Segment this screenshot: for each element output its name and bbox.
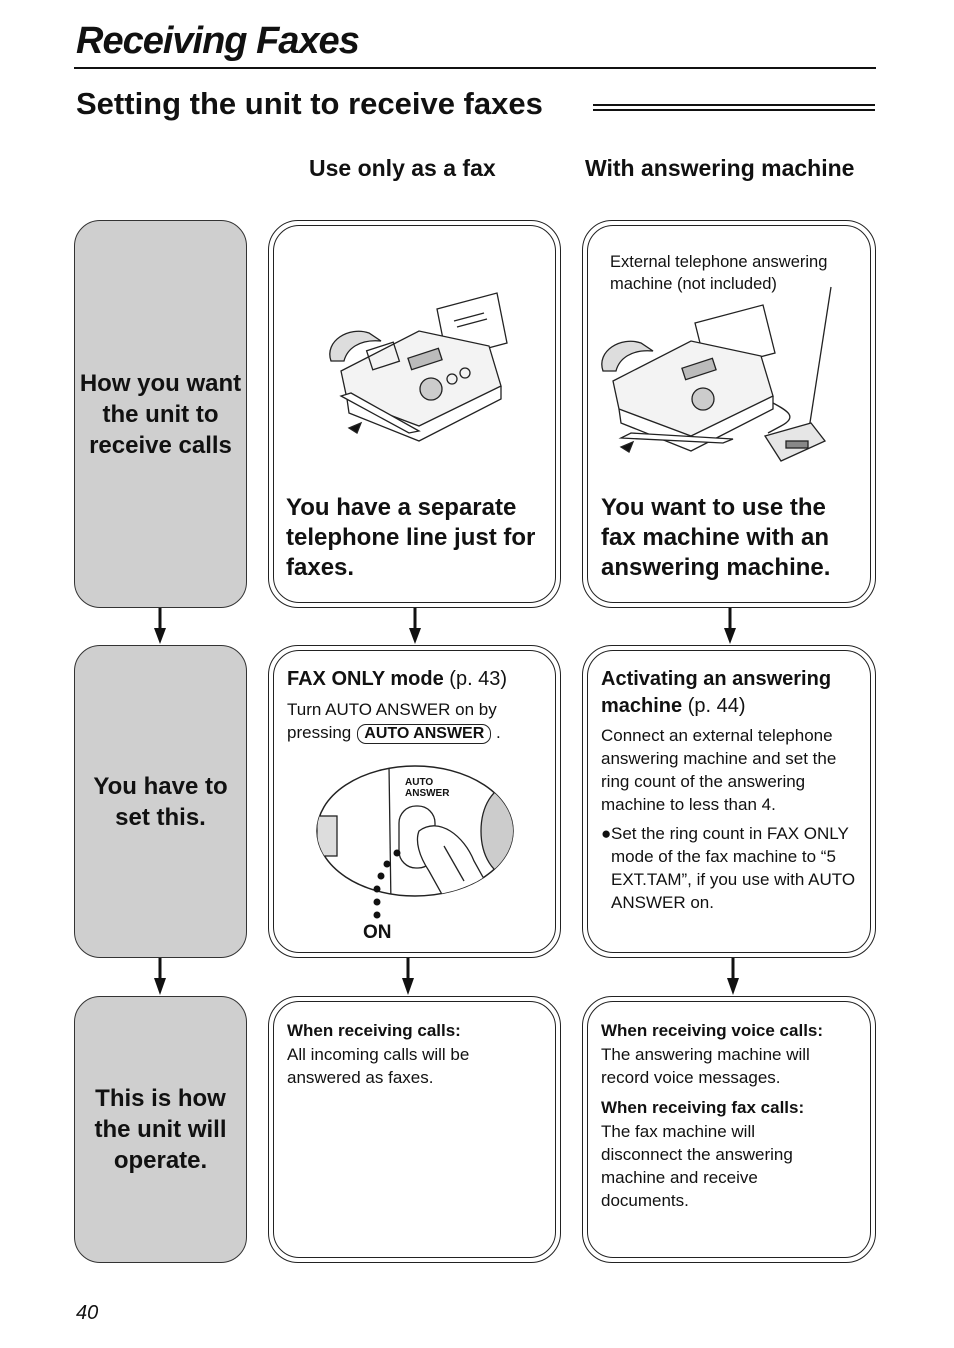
row-label-receive-calls: How you want the unit to receive calls	[74, 220, 247, 608]
instruction-text: Connect an external telephone answering …	[601, 726, 837, 814]
card-operation-fax-only: When receiving calls: All incoming calls…	[268, 996, 561, 1263]
title-divider	[74, 67, 876, 69]
bullet-icon: ●	[601, 824, 612, 843]
card-activate-answering-machine: Activating an answering machine (p. 44) …	[582, 645, 876, 958]
row-label-text: You have to set this.	[93, 772, 228, 831]
on-label: ON	[363, 922, 392, 943]
voice-calls-label: When receiving voice calls:	[601, 1021, 824, 1040]
auto-answer-button-illustration	[316, 765, 514, 919]
voice-calls-text: The answering machine will record voice …	[601, 1045, 810, 1087]
row-label-set-this: You have to set this.	[74, 645, 247, 958]
operation-label: When receiving calls:	[287, 1021, 461, 1040]
card-operation-answering: When receiving voice calls: The answerin…	[582, 996, 876, 1263]
column-heading-fax-only: Use only as a fax	[309, 155, 496, 181]
page-number: 40	[76, 1302, 99, 1324]
card-answering-machine: External telephone answering machine (no…	[582, 220, 876, 608]
button-caption-bottom: ANSWER	[405, 788, 450, 799]
callout-label: External telephone answering machine (no…	[610, 253, 828, 293]
instruction-period: .	[496, 723, 501, 742]
mode-name: FAX ONLY mode	[287, 668, 444, 690]
bullet-text: Set the ring count in FAX ONLY mode of t…	[611, 824, 856, 912]
section-title: Setting the unit to receive faxes	[76, 86, 543, 121]
page-title: Receiving Faxes	[76, 20, 360, 62]
operation-text: All incoming calls will be answered as f…	[287, 1045, 470, 1087]
fax-with-answering-machine-illustration	[601, 286, 832, 462]
page-reference: (p. 43)	[449, 668, 508, 690]
row-label-operate: This is how the unit will operate.	[74, 996, 247, 1263]
auto-answer-key-label: AUTO ANSWER	[357, 724, 492, 744]
section-rule	[593, 104, 875, 114]
button-caption-top: AUTO	[405, 777, 434, 788]
card-description: You have a separate telephone line just …	[286, 494, 536, 581]
card-fax-only-mode: FAX ONLY mode (p. 43) Turn AUTO ANSWER o…	[268, 645, 561, 958]
fax-machine-illustration	[329, 292, 508, 442]
card-description: You want to use the fax machine with an …	[601, 494, 831, 581]
instruction-body: Turn AUTO ANSWER on by pressing	[287, 700, 497, 742]
card-heading: FAX ONLY mode (p. 43)	[287, 666, 549, 693]
procedure-name: Activating an answering machine	[601, 668, 832, 717]
fax-calls-text: The fax machine will disconnect the answ…	[601, 1122, 793, 1210]
row-label-text: How you want the unit to receive calls	[79, 369, 242, 459]
column-heading-answering: With answering machine	[585, 155, 855, 181]
row-label-text: This is how the unit will operate.	[94, 1085, 227, 1174]
page-reference: (p. 44)	[687, 695, 746, 717]
card-separate-line: You have a separate telephone line just …	[268, 220, 561, 608]
fax-calls-label: When receiving fax calls:	[601, 1098, 805, 1117]
bullet-note: ● Set the ring count in FAX ONLY mode of…	[601, 822, 863, 914]
card-heading: Activating an answering machine (p. 44)	[601, 666, 863, 720]
button-caption: AUTO ANSWER	[405, 777, 449, 799]
